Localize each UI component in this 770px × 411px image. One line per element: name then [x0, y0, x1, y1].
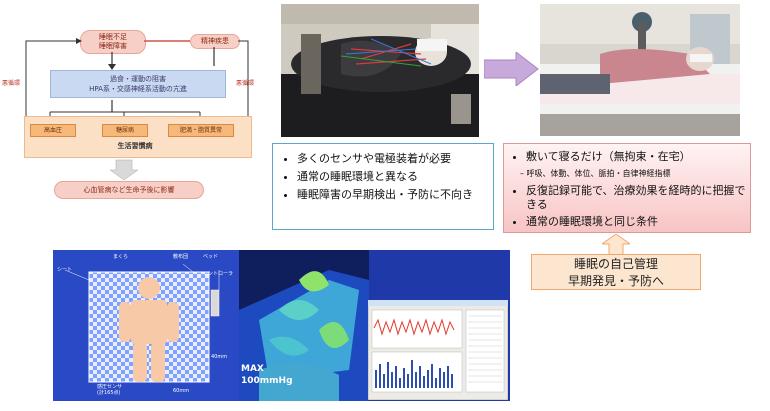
label-dim-60: 60mm — [173, 388, 190, 394]
flow-lifestyle-label: 生活習慣病 — [117, 142, 153, 150]
label-dim-40: 40mm — [211, 354, 228, 360]
callout-psg-item-1: 多くのセンサや電極装着が必要 — [297, 152, 489, 166]
callout-psg-drawbacks: 多くのセンサや電極装着が必要 通常の睡眠環境と異なる 睡眠障害の早期検出・予防に… — [272, 143, 494, 230]
callout-psg-item-3: 睡眠障害の早期検出・予防に不向き — [297, 188, 489, 202]
label-futon: 敷布団 — [173, 254, 189, 260]
self-management-line2: 早期発見・予防へ — [567, 274, 664, 288]
flow-disease-obesity: 肥満・脂質異常 — [168, 124, 234, 137]
flow-lifestyle-region — [24, 116, 252, 158]
arrow-to-mat-icon — [484, 52, 539, 86]
callout-mat-item-3: 通常の睡眠環境と同じ条件 — [526, 215, 746, 229]
callout-psg-item-2: 通常の睡眠環境と異なる — [297, 170, 489, 184]
photo-psg-recording — [281, 4, 479, 137]
flow-disease-diabetes: 糖尿病 — [102, 124, 148, 137]
flow-disease-hypertension: 高血圧 — [30, 124, 76, 137]
callout-mat-item-1: 敷いて寝るだけ（無拘束・在宅） — [526, 150, 746, 164]
callout-mat-subitem: – 呼吸、体動、体位、脈拍・自律神経指標 — [520, 169, 671, 178]
flow-middle-line2: HPA系・交感神経系活動の亢進 — [89, 85, 187, 93]
software-window — [368, 300, 508, 400]
flow-middle-line1: 過食・運動の阻害 — [110, 75, 166, 83]
pressure-figure: まくら 敷布団 ベッド シート コントローラ 40mm 感圧センサ (計165点… — [53, 250, 510, 401]
label-sheet: シート — [57, 267, 73, 273]
flow-connectors — [25, 38, 249, 181]
pressure-max-label: MAX — [241, 364, 264, 374]
callout-mat-benefits: 敷いて寝るだけ（無拘束・在宅） – 呼吸、体動、体位、脈拍・自律神経指標 反復記… — [503, 143, 751, 233]
label-bed: ベッド — [203, 254, 219, 260]
pressure-3d-surface — [239, 250, 369, 401]
callout-psg-list: 多くのセンサや電極装着が必要 通常の睡眠環境と異なる 睡眠障害の早期検出・予防に… — [279, 152, 489, 202]
flow-psych-label: 精神疾患 — [201, 37, 229, 45]
label-pillow: まくら — [113, 254, 129, 260]
flow-middle-box: 過食・運動の阻害 HPA系・交感神経系活動の亢進 — [50, 70, 226, 98]
label-dim-sensor: 感圧センサ (計165点) — [97, 384, 123, 396]
flow-bottom-label: 心血管病など生命予後に影響 — [83, 186, 175, 194]
callout-mat-subitem-text: 呼吸、体動、体位、脈拍・自律神経指標 — [526, 169, 671, 178]
flow-diagram: 睡眠不足 睡眠障害 精神疾患 悪循環 悪循環 過食・運動の阻害 HPA系・交感神… — [0, 0, 265, 215]
self-management-box: 睡眠の自己管理 早期発見・予防へ — [531, 254, 701, 290]
arrow-up-icon — [602, 234, 630, 256]
photo-mat-sleep — [540, 4, 740, 136]
photo-mat-svg — [540, 4, 740, 136]
flow-vicious-left: 悪循環 — [2, 80, 21, 87]
flow-vicious-right: 悪循環 — [236, 80, 255, 87]
label-controller: コントローラ — [203, 271, 234, 277]
self-management-line1: 睡眠の自己管理 — [573, 257, 658, 271]
photo-psg-svg — [281, 4, 479, 137]
callout-mat-list: 敷いて寝るだけ（無拘束・在宅） – 呼吸、体動、体位、脈拍・自律神経指標 反復記… — [508, 150, 746, 229]
flow-sleep-deprivation: 睡眠不足 睡眠障害 — [80, 30, 146, 54]
flow-bottom: 心血管病など生命予後に影響 — [54, 181, 204, 199]
pressure-max-value: 100mmHg — [241, 376, 293, 386]
flow-psych: 精神疾患 — [190, 34, 240, 49]
pressure-mat-schematic — [53, 250, 243, 401]
callout-mat-item-2: 反復記録可能で、治療効果を経時的に把握できる — [526, 184, 746, 212]
flow-top-label: 睡眠不足 睡眠障害 — [99, 33, 127, 50]
